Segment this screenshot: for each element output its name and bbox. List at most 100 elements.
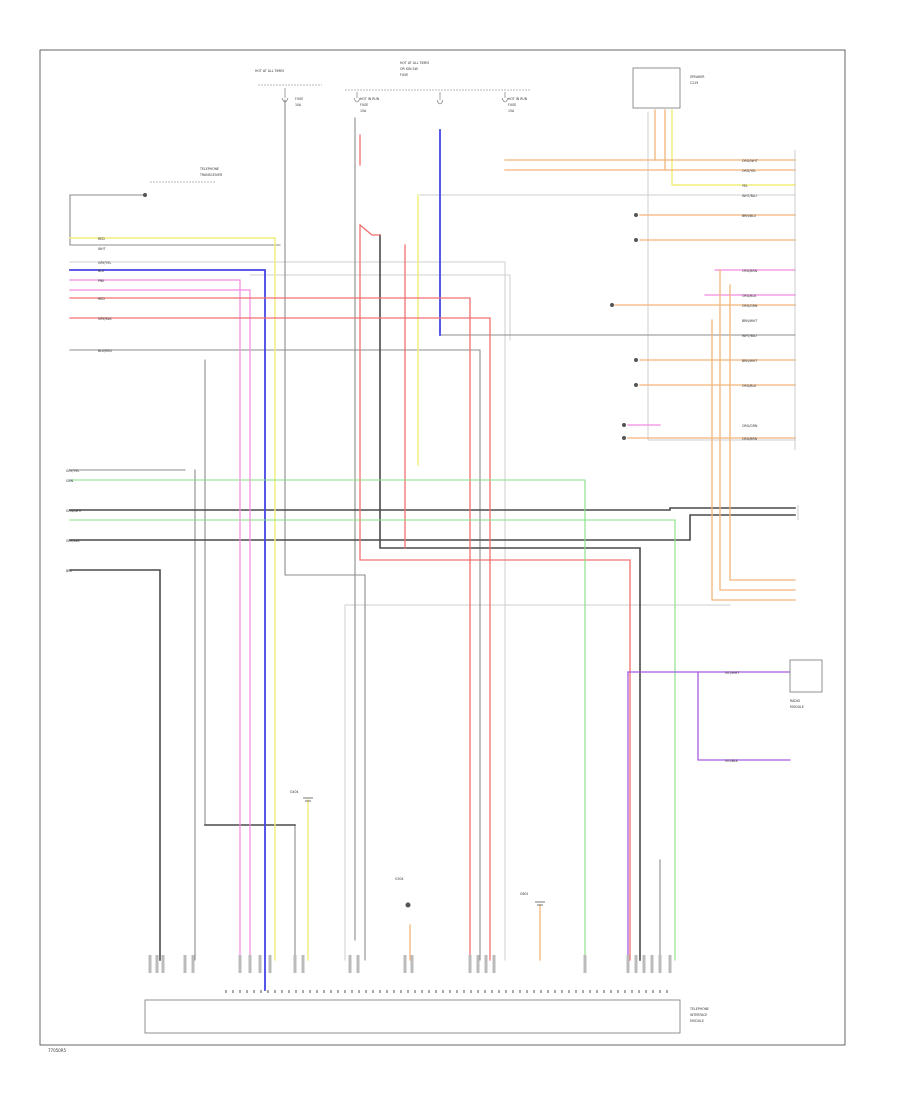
pin-tick [260, 990, 262, 993]
connector-pin [668, 955, 672, 973]
connector-pin [468, 955, 472, 973]
lb-label-6: GRY/BLK [98, 317, 112, 321]
lb-label-8: BLK [66, 569, 73, 573]
pin-tick [316, 990, 318, 993]
lb-label-5: RED [98, 297, 105, 301]
connector-pin [642, 955, 646, 973]
pin-tick [463, 990, 465, 993]
pin-tick [645, 990, 647, 993]
connector-pin [484, 955, 488, 973]
pl-label-0: VIO/WHT [725, 671, 739, 675]
fuse-block-mid-label-2: OR IGN SW [400, 67, 419, 71]
pin-tick [428, 990, 430, 993]
pin-tick [666, 990, 668, 993]
pin-tick [281, 990, 283, 993]
pin-tick [372, 990, 374, 993]
connector-pin [476, 955, 480, 973]
pin-tick [512, 990, 514, 993]
pin-tick [617, 990, 619, 993]
transceiver-label-1: TELEPHONE [199, 167, 219, 171]
pin-tick [442, 990, 444, 993]
pin-tick [274, 990, 276, 993]
fuse-d-label-2: FUSE [508, 103, 516, 107]
connector-pin [301, 955, 305, 973]
pin-tick [358, 990, 360, 993]
lb-label-7: BLK/RED [98, 349, 112, 353]
pin-tick [267, 990, 269, 993]
light-gray-wires [69, 111, 796, 961]
fuse-c: HOT IN RUN FUSE 15A [353, 92, 380, 113]
right-lower-wire-labels: BRN/WHT ORG/BLK ORG/GRN ORG/BRN [742, 359, 758, 441]
pin-tick [365, 990, 367, 993]
connector-pin [348, 955, 352, 973]
pin-tick [540, 990, 542, 993]
yellow-wires [69, 109, 796, 961]
connector-pin [410, 955, 414, 973]
rt-label-3: WHT/BLU [742, 194, 757, 198]
speaker-module-label-2: C219 [690, 81, 698, 85]
ground-right-label: G601 [520, 892, 529, 896]
purple-wire-labels: VIO/WHT VIO/BLK [725, 671, 739, 763]
pin-tick [239, 990, 241, 993]
pin-tick [407, 990, 409, 993]
lb-label-1: WHT [98, 247, 106, 251]
connector-pin [155, 955, 159, 973]
speaker-module-label-1: SPEAKER [690, 75, 705, 79]
pin-tick [659, 990, 661, 993]
left-bus-wire-labels: RED WHT GRY/YEL BLU PNK RED GRY/BLK BLK/… [66, 237, 112, 573]
connector-pin [183, 955, 187, 973]
telephone-transceiver: TELEPHONE TRANSCEIVER [150, 167, 223, 183]
bottom-module-label-3: MODULE [690, 1019, 704, 1023]
connector-pin [148, 955, 152, 973]
fuse-c-label-3: 15A [360, 109, 367, 113]
pin-tick [344, 990, 346, 993]
radio-module [789, 659, 823, 693]
rt-label-1: ORG/YEL [742, 169, 756, 173]
diagram-frame [39, 49, 846, 1046]
pin-tick [232, 990, 234, 993]
pin-tick [386, 990, 388, 993]
mid-left-wire-labels: GRY/YEL GRN GRN/WHT GRY/BLK [66, 469, 82, 543]
connector-pin [658, 955, 662, 973]
right-connector-strip [794, 150, 799, 520]
fuse-block-left-label-3: 10A [295, 103, 302, 107]
pink-wires [69, 269, 796, 961]
connector-pin [583, 955, 587, 973]
pin-tick [330, 990, 332, 993]
ml-label-1: GRN [66, 479, 74, 483]
pin-tick [568, 990, 570, 993]
pin-tick [225, 990, 227, 993]
transceiver-label-2: TRANSCEIVER [199, 173, 223, 177]
pin-tick [603, 990, 605, 993]
pin-tick [379, 990, 381, 993]
lb-label-4: PNK [98, 279, 105, 283]
fuse-block-mid-label-3: FUSE [400, 73, 408, 77]
rm-label-1: ORG/BLK [742, 294, 757, 298]
lb-label-0: RED [98, 237, 105, 241]
pin-tick [323, 990, 325, 993]
pin-tick [309, 990, 311, 993]
right-connector-dots [143, 193, 638, 440]
right-top-wire-labels: ORG/WHT ORG/YEL YEL WHT/BLU BRN/BLU [742, 159, 758, 218]
orange-wires [409, 109, 796, 961]
pin-tick [582, 990, 584, 993]
pin-tick [547, 990, 549, 993]
telephone-interface-module [144, 999, 681, 1034]
gray-wires [69, 99, 796, 961]
ml-label-3: GRY/BLK [66, 539, 80, 543]
pin-tick [456, 990, 458, 993]
ground-mid-label: G304 [395, 877, 404, 881]
footer-code: 77050R5 [48, 1048, 67, 1053]
pin-tick [652, 990, 654, 993]
rl-label-2: ORG/GRN [742, 424, 758, 428]
pin-tick [400, 990, 402, 993]
fuse-block-left-label-1: HOT AT ALL TIMES [255, 69, 284, 73]
rl-label-3: ORG/BRN [742, 437, 758, 441]
pin-tick [351, 990, 353, 993]
fuse-block-mid: HOT AT ALL TIMES OR IGN SW FUSE [345, 61, 530, 105]
right-mid-wire-labels: ORG/BRN ORG/BLK ORG/GRN BRN/WHT WHT/BLU [742, 269, 758, 338]
fuse-d-label-3: 15A [508, 109, 515, 113]
ml-label-2: GRN/WHT [66, 509, 82, 513]
pin-tick [393, 990, 395, 993]
